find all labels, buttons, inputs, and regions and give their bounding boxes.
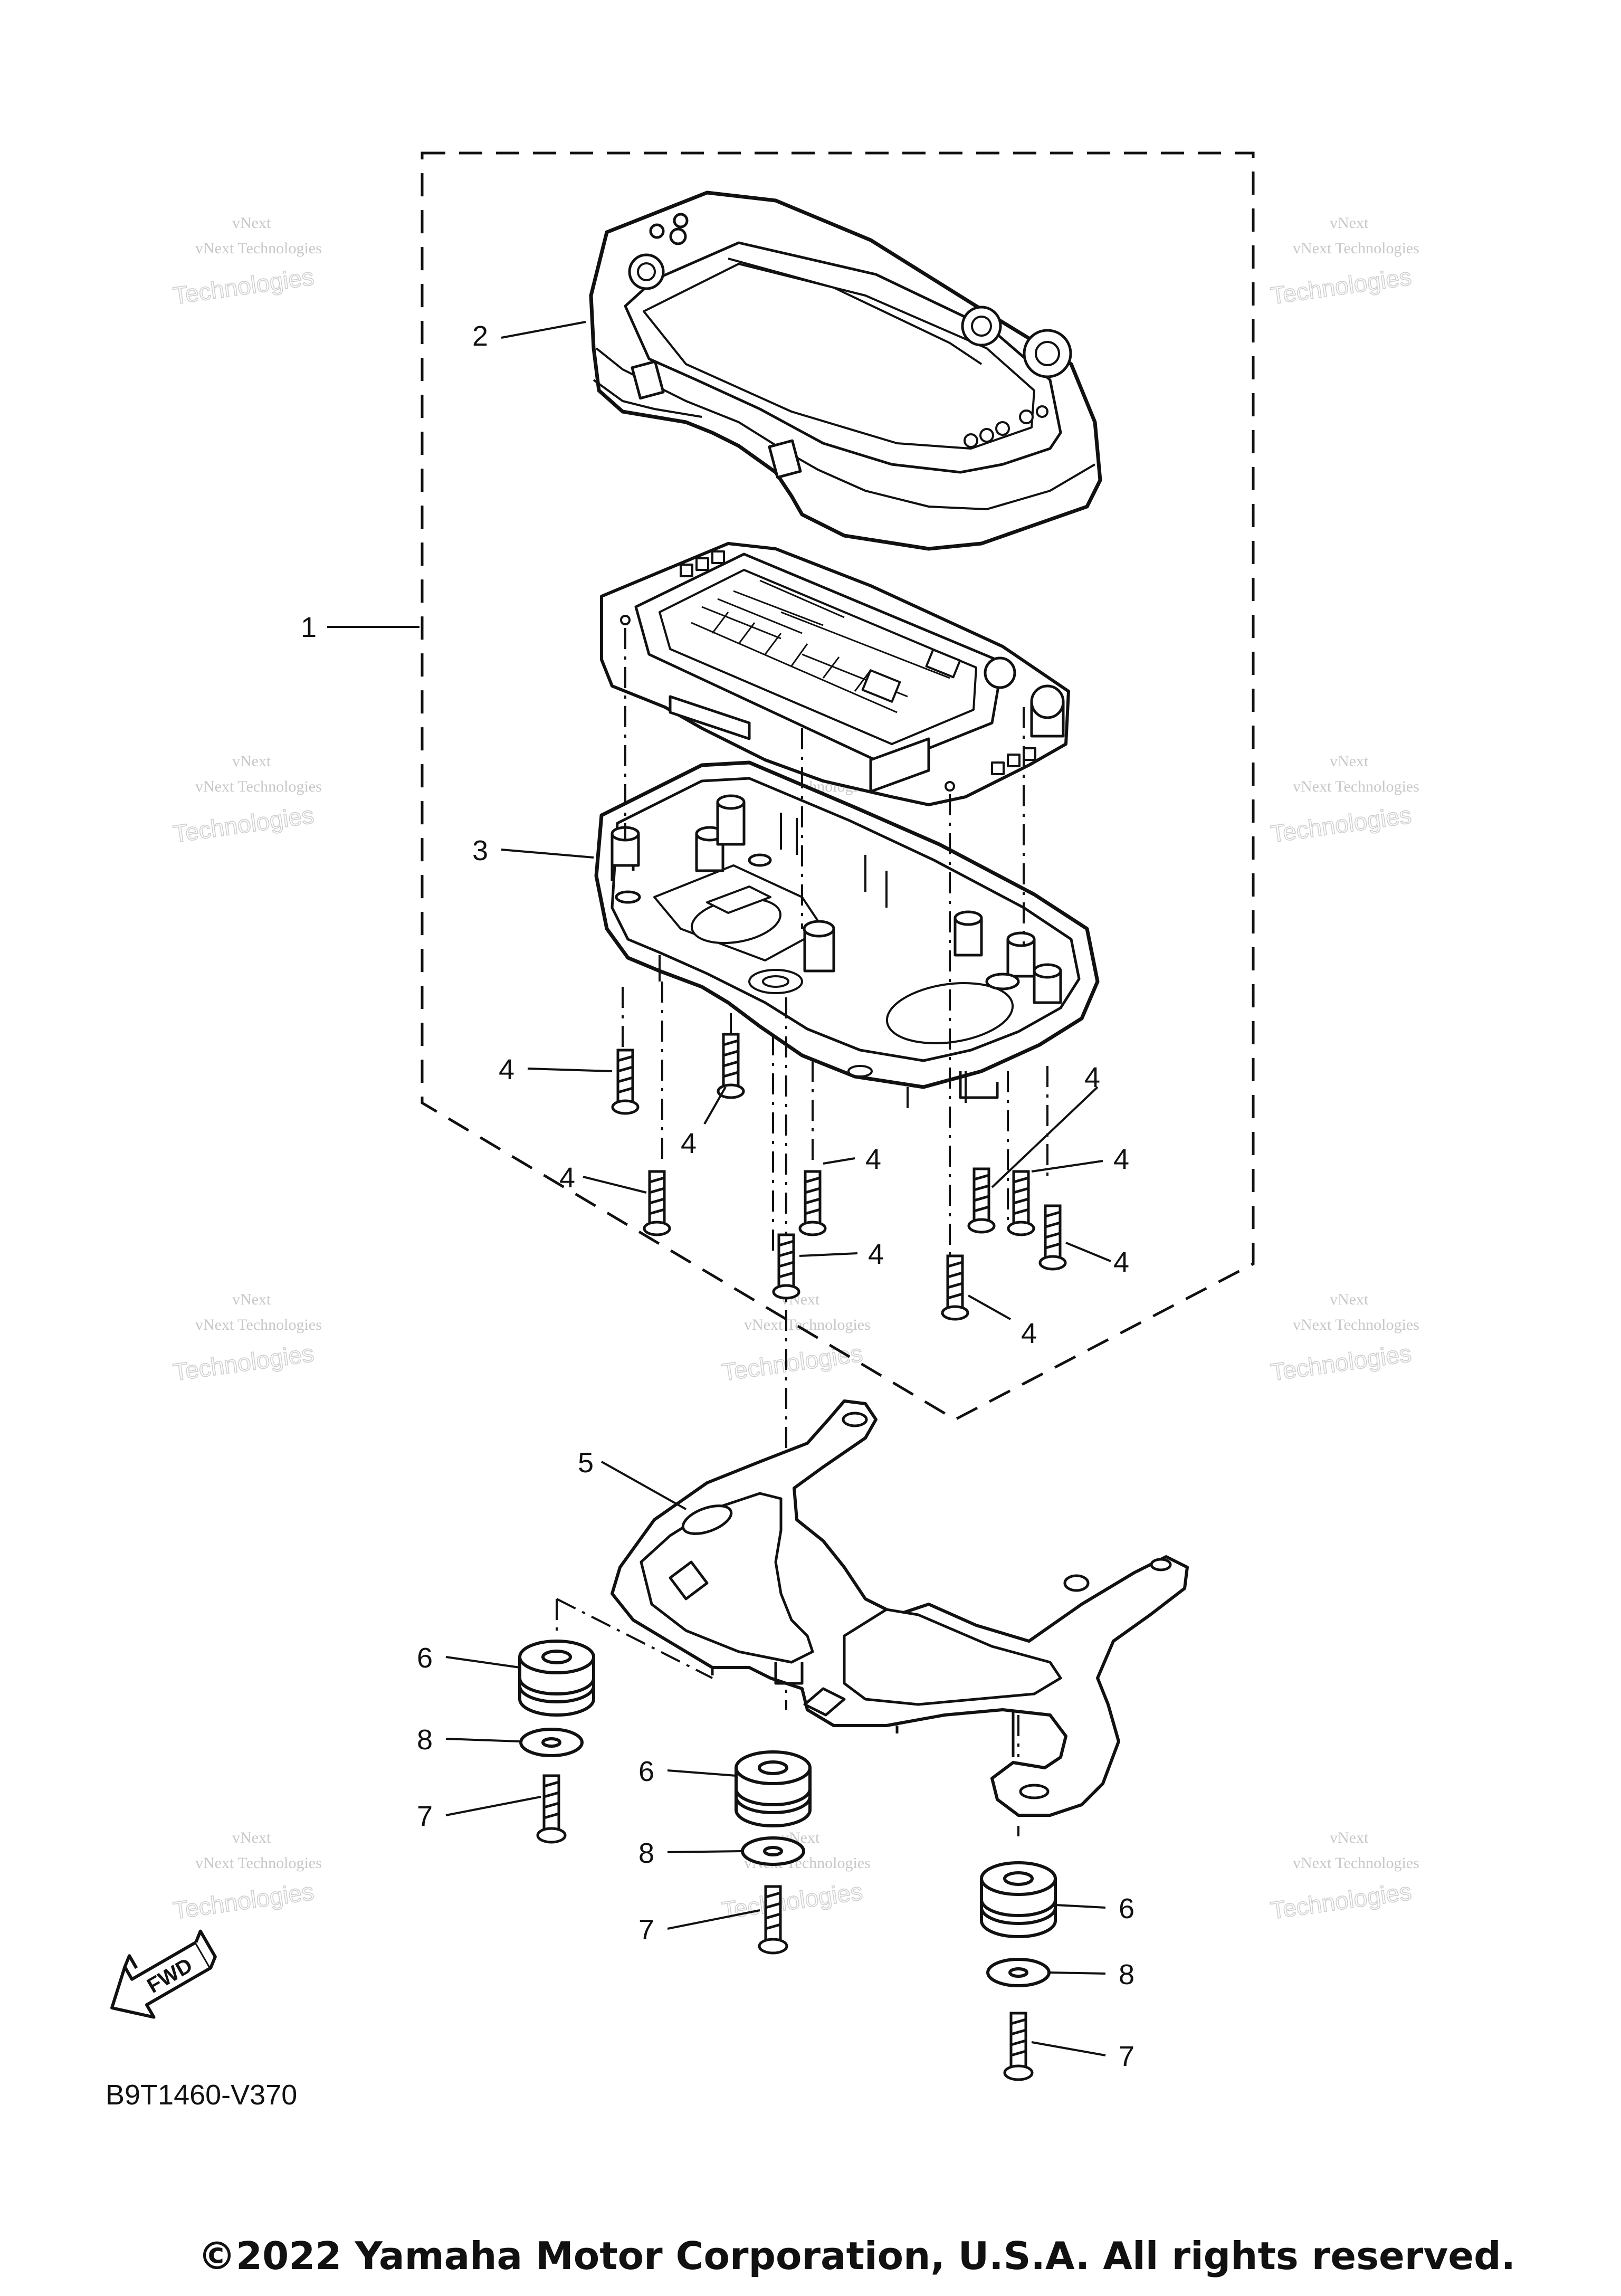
damper [518, 1640, 595, 1717]
callout-7: 7 [1119, 2041, 1134, 2072]
copyright-notice: ©2022 Yamaha Motor Corporation, U.S.A. A… [198, 2234, 1515, 2278]
bracket-screws [536, 1774, 1034, 2081]
fwd-arrow-icon: FWD [110, 1929, 217, 2019]
screw [536, 1774, 567, 1844]
svg-text:Technologies: Technologies [171, 263, 316, 310]
watermark: vNext vNext Technologies Technologies [720, 1291, 871, 1386]
watermark: vNext vNext Technologies Technologies [171, 1829, 322, 1925]
svg-text:vNext: vNext [232, 1291, 271, 1308]
watermark: vNext vNext Technologies Technologies [171, 214, 322, 310]
part-code: B9T1460-V370 [106, 2079, 297, 2111]
watermark: vNext vNext Technologies Technologies [1269, 752, 1419, 848]
screw [1003, 2012, 1034, 2081]
watermark: vNext vNext Technologies Technologies [171, 1291, 322, 1386]
svg-text:Technologies: Technologies [171, 801, 316, 848]
washer [519, 1728, 584, 1757]
svg-text:vNext: vNext [232, 214, 271, 232]
watermark: vNext vNext Technologies Technologies [1269, 1291, 1419, 1386]
svg-text:Technologies: Technologies [1269, 263, 1413, 310]
callouts: 1 2 3 4 4 4 4 4 4 4 4 4 4 4 5 6 6 6 7 7 … [301, 320, 1134, 2072]
svg-text:vNext Technologies: vNext Technologies [195, 1854, 322, 1872]
svg-text:Technologies: Technologies [1269, 1339, 1413, 1386]
svg-text:vNext: vNext [232, 752, 271, 770]
dampers [518, 1640, 1057, 1938]
damper [735, 1750, 812, 1827]
svg-text:Technologies: Technologies [171, 1878, 316, 1925]
callout-7: 7 [638, 1914, 654, 1946]
svg-text:vNext Technologies: vNext Technologies [1293, 778, 1419, 795]
damper [980, 1861, 1057, 1938]
watermark: vNext vNext Technologies Technologies [1269, 214, 1419, 310]
meter-bracket [611, 1399, 1189, 1817]
svg-text:vNext: vNext [232, 1829, 271, 1846]
callout-6: 6 [1119, 1893, 1134, 1925]
meter-cover [589, 190, 1102, 551]
callout-7: 7 [417, 1800, 433, 1832]
washer [741, 1836, 805, 1866]
screw [941, 1254, 969, 1321]
svg-text:Technologies: Technologies [1269, 1878, 1413, 1925]
svg-text:vNext Technologies: vNext Technologies [1293, 240, 1419, 257]
callout-4: 4 [1113, 1144, 1129, 1175]
svg-text:vNext: vNext [1330, 214, 1369, 232]
assembly-boundary [421, 151, 1255, 1421]
leader-lines [327, 321, 1111, 2056]
callout-4: 4 [1021, 1318, 1037, 1349]
washer [986, 1958, 1051, 1987]
svg-text:vNext Technologies: vNext Technologies [195, 778, 322, 795]
callout-4: 4 [1113, 1246, 1129, 1278]
screw [798, 1170, 827, 1236]
screw [758, 1885, 788, 1955]
svg-text:Technologies: Technologies [720, 1339, 864, 1386]
screw [643, 1170, 671, 1236]
svg-text:vNext: vNext [1330, 752, 1369, 770]
display-board [600, 542, 1070, 806]
callout-4: 4 [1084, 1062, 1100, 1093]
svg-text:vNext: vNext [1330, 1829, 1369, 1846]
callout-4: 4 [559, 1162, 575, 1194]
callout-4: 4 [499, 1054, 514, 1085]
screw [611, 1049, 640, 1115]
callout-8: 8 [1119, 1959, 1134, 1990]
svg-text:vNext Technologies: vNext Technologies [1293, 1854, 1419, 1872]
svg-text:Technologies: Technologies [171, 1339, 316, 1386]
meter-case [594, 760, 1100, 1108]
screw [772, 1233, 800, 1300]
watermark: vNext vNext Technologies Technologies [1269, 1829, 1419, 1925]
svg-text:Technologies: Technologies [1269, 801, 1413, 848]
screw [1007, 1170, 1035, 1236]
callout-4: 4 [865, 1144, 881, 1175]
svg-text:vNext Technologies: vNext Technologies [195, 1316, 322, 1333]
screw [967, 1167, 996, 1234]
watermark: vNext vNext Technologies Technologies [171, 752, 322, 848]
svg-text:vNext Technologies: vNext Technologies [1293, 1316, 1419, 1333]
callout-1: 1 [301, 612, 317, 643]
callout-8: 8 [638, 1837, 654, 1869]
callout-8: 8 [417, 1724, 433, 1756]
svg-text:vNext: vNext [1330, 1291, 1369, 1308]
screw [1038, 1204, 1067, 1271]
svg-text:Technologies: Technologies [720, 1878, 864, 1925]
callout-2: 2 [472, 320, 488, 352]
svg-text:vNext Technologies: vNext Technologies [195, 240, 322, 257]
callout-4: 4 [868, 1238, 884, 1270]
callout-4: 4 [681, 1128, 697, 1159]
callout-5: 5 [578, 1447, 594, 1479]
callout-6: 6 [638, 1756, 654, 1787]
washers [519, 1728, 1051, 1987]
callout-6: 6 [417, 1642, 433, 1674]
screw [717, 1033, 745, 1099]
callout-3: 3 [472, 835, 488, 866]
screws [611, 1033, 1067, 1321]
